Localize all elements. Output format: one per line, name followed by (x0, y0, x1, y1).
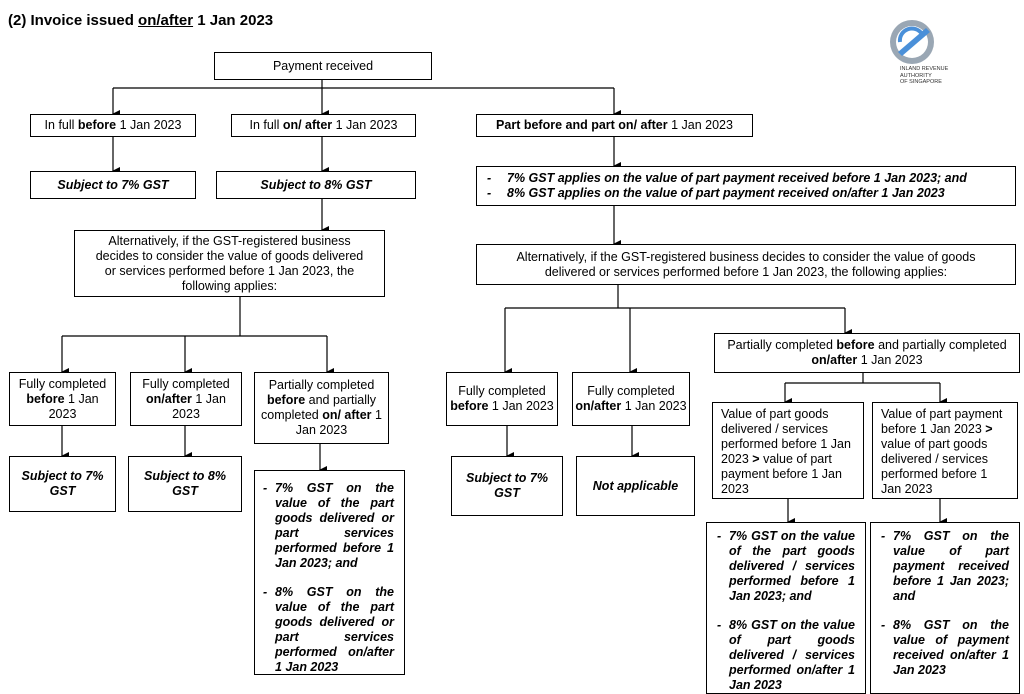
right-fully-after: Fully completed on/after 1 Jan 2023 (572, 372, 690, 426)
right-result-not-applicable: Not applicable (576, 456, 695, 516)
right-sub-goods-result: 7% GST on the value of the part goods de… (706, 522, 866, 694)
left-result-partial: 7% GST on the value of the part goods de… (254, 470, 405, 675)
left-fully-after: Fully completed on/after 1 Jan 2023 (130, 372, 242, 426)
right-fully-before: Fully completed before 1 Jan 2023 (446, 372, 558, 426)
branch-in-full-before: In full before 1 Jan 2023 (30, 114, 196, 137)
root-payment-received: Payment received (214, 52, 432, 80)
right-sub-payment-gt-goods: Value of part payment before 1 Jan 2023 … (872, 402, 1018, 499)
page-title: (2) Invoice issued on/after 1 Jan 2023 (8, 12, 274, 29)
right-partially: Partially completed before and partially… (714, 333, 1020, 373)
right-sub-goods-gt-payment: Value of part goods delivered / services… (712, 402, 864, 499)
left-fully-before: Fully completed before 1 Jan 2023 (9, 372, 116, 426)
right-sub-payment-result: 7% GST on the value of part payment rece… (870, 522, 1020, 694)
alternative-right: Alternatively, if the GST-registered bus… (476, 244, 1016, 285)
branch-in-full-after: In full on/ after 1 Jan 2023 (231, 114, 416, 137)
result-subject-7: Subject to 7% GST (30, 171, 196, 199)
iras-logo-icon (890, 20, 934, 64)
branch-part-before-part-after: Part before and part on/ after 1 Jan 202… (476, 114, 753, 137)
alternative-left: Alternatively, if the GST-registered bus… (74, 230, 385, 297)
left-result-7: Subject to 7% GST (9, 456, 116, 512)
result-part-payment: 7% GST applies on the value of part paym… (476, 166, 1016, 206)
left-result-8: Subject to 8% GST (128, 456, 242, 512)
left-partially: Partially completed before and partially… (254, 372, 389, 444)
right-result-7: Subject to 7% GST (451, 456, 563, 516)
result-subject-8: Subject to 8% GST (216, 171, 416, 199)
